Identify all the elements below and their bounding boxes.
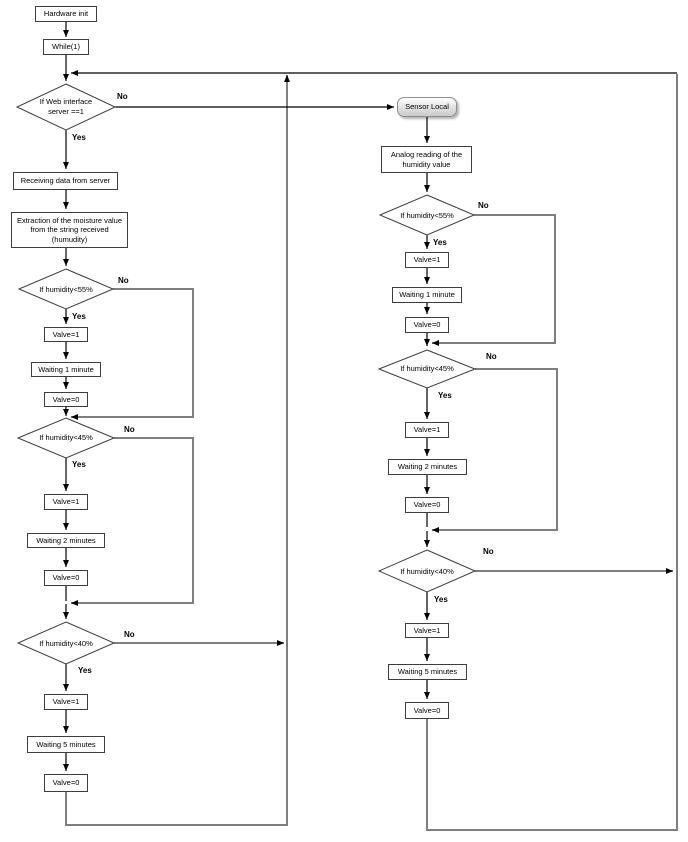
branch-no-r40: No bbox=[483, 547, 494, 556]
node-while-loop: While(1) bbox=[43, 39, 89, 55]
extraction-line1: Extraction of the moisture value bbox=[16, 215, 123, 225]
node-left-wait-1min: Waiting 1 minute bbox=[31, 362, 101, 377]
node-left-valve-on-1: Valve=1 bbox=[44, 327, 88, 342]
node-left-wait-5min: Waiting 5 minutes bbox=[27, 736, 105, 753]
node-left-valve-on-2: Valve=1 bbox=[44, 494, 88, 510]
label-left-45: If humidity<45% bbox=[39, 432, 93, 442]
node-left-valve-on-3: Valve=1 bbox=[44, 694, 88, 710]
right-return-loop bbox=[426, 74, 678, 831]
node-right-valve-off-1: Valve=0 bbox=[405, 317, 449, 333]
node-right-valve-on-1: Valve=1 bbox=[405, 252, 449, 268]
branch-yes-web: Yes bbox=[72, 133, 86, 142]
branch-no-l40: No bbox=[124, 630, 135, 639]
node-sensor-local: Sensor Local bbox=[397, 97, 457, 117]
branch-yes-l40: Yes bbox=[78, 666, 92, 675]
node-extraction: Extraction of the moisture value from th… bbox=[11, 212, 128, 248]
branch-no-web: No bbox=[117, 92, 128, 101]
node-right-valve-on-3: Valve=1 bbox=[405, 623, 449, 638]
node-left-valve-off-1: Valve=0 bbox=[44, 392, 88, 407]
node-left-wait-2min: Waiting 2 minutes bbox=[27, 533, 105, 548]
node-right-valve-off-3: Valve=0 bbox=[405, 702, 449, 719]
branch-yes-r55: Yes bbox=[433, 238, 447, 247]
node-right-valve-on-2: Valve=1 bbox=[405, 422, 449, 438]
label-left-55: If humidity<55% bbox=[39, 284, 93, 294]
right-no45-loop bbox=[432, 368, 558, 533]
extraction-line2: from the string received bbox=[30, 225, 109, 235]
extraction-line3: (humudity) bbox=[51, 234, 88, 244]
decision-right-45 bbox=[377, 349, 477, 389]
decision-web-line1: If Web interface bbox=[39, 97, 93, 107]
flow-connectors bbox=[63, 22, 677, 771]
decision-left-40 bbox=[16, 621, 116, 665]
decision-left-45 bbox=[16, 417, 116, 459]
label-right-40: If humidity<40% bbox=[400, 566, 454, 576]
analog-line2: humidity value bbox=[402, 159, 451, 169]
label-right-55: If humidity<55% bbox=[400, 210, 454, 220]
branch-no-r55: No bbox=[478, 201, 489, 210]
analog-line1: Analog reading of the bbox=[390, 150, 463, 160]
left-no55-loop bbox=[71, 288, 194, 420]
branch-no-l55: No bbox=[118, 276, 129, 285]
branch-no-r45: No bbox=[486, 352, 497, 361]
label-decision-web: If Web interface server ==1 bbox=[18, 93, 114, 121]
branch-no-l45: No bbox=[124, 425, 135, 434]
node-right-valve-off-2: Valve=0 bbox=[405, 497, 449, 513]
node-left-valve-off-3: Valve=0 bbox=[44, 774, 88, 792]
left-return-loop bbox=[65, 75, 290, 826]
right-no55-loop bbox=[432, 214, 556, 346]
node-left-valve-off-2: Valve=0 bbox=[44, 570, 88, 586]
node-right-wait-5min: Waiting 5 minutes bbox=[388, 664, 467, 680]
label-left-40: If humidity<40% bbox=[39, 638, 93, 648]
decision-web-line2: server ==1 bbox=[48, 107, 84, 116]
branch-yes-r45: Yes bbox=[438, 391, 452, 400]
loop-connectors bbox=[65, 74, 678, 831]
decision-diamonds bbox=[15, 83, 477, 665]
node-right-wait-2min: Waiting 2 minutes bbox=[388, 459, 467, 475]
node-right-wait-1min: Waiting 1 minute bbox=[392, 287, 462, 303]
branch-yes-l55: Yes bbox=[72, 312, 86, 321]
decision-right-55 bbox=[378, 194, 476, 236]
decision-left-55 bbox=[17, 268, 115, 310]
node-receiving-data: Receiving data from server bbox=[13, 172, 118, 190]
decision-right-40 bbox=[377, 549, 477, 593]
left-no45-loop bbox=[71, 437, 194, 606]
label-right-45: If humidity<45% bbox=[400, 363, 454, 373]
branch-yes-r40: Yes bbox=[434, 595, 448, 604]
node-analog-reading: Analog reading of the humidity value bbox=[381, 146, 472, 173]
branch-yes-l45: Yes bbox=[72, 460, 86, 469]
node-hardware-init: Hardware init bbox=[35, 6, 97, 22]
decision-web-interface bbox=[15, 83, 117, 131]
